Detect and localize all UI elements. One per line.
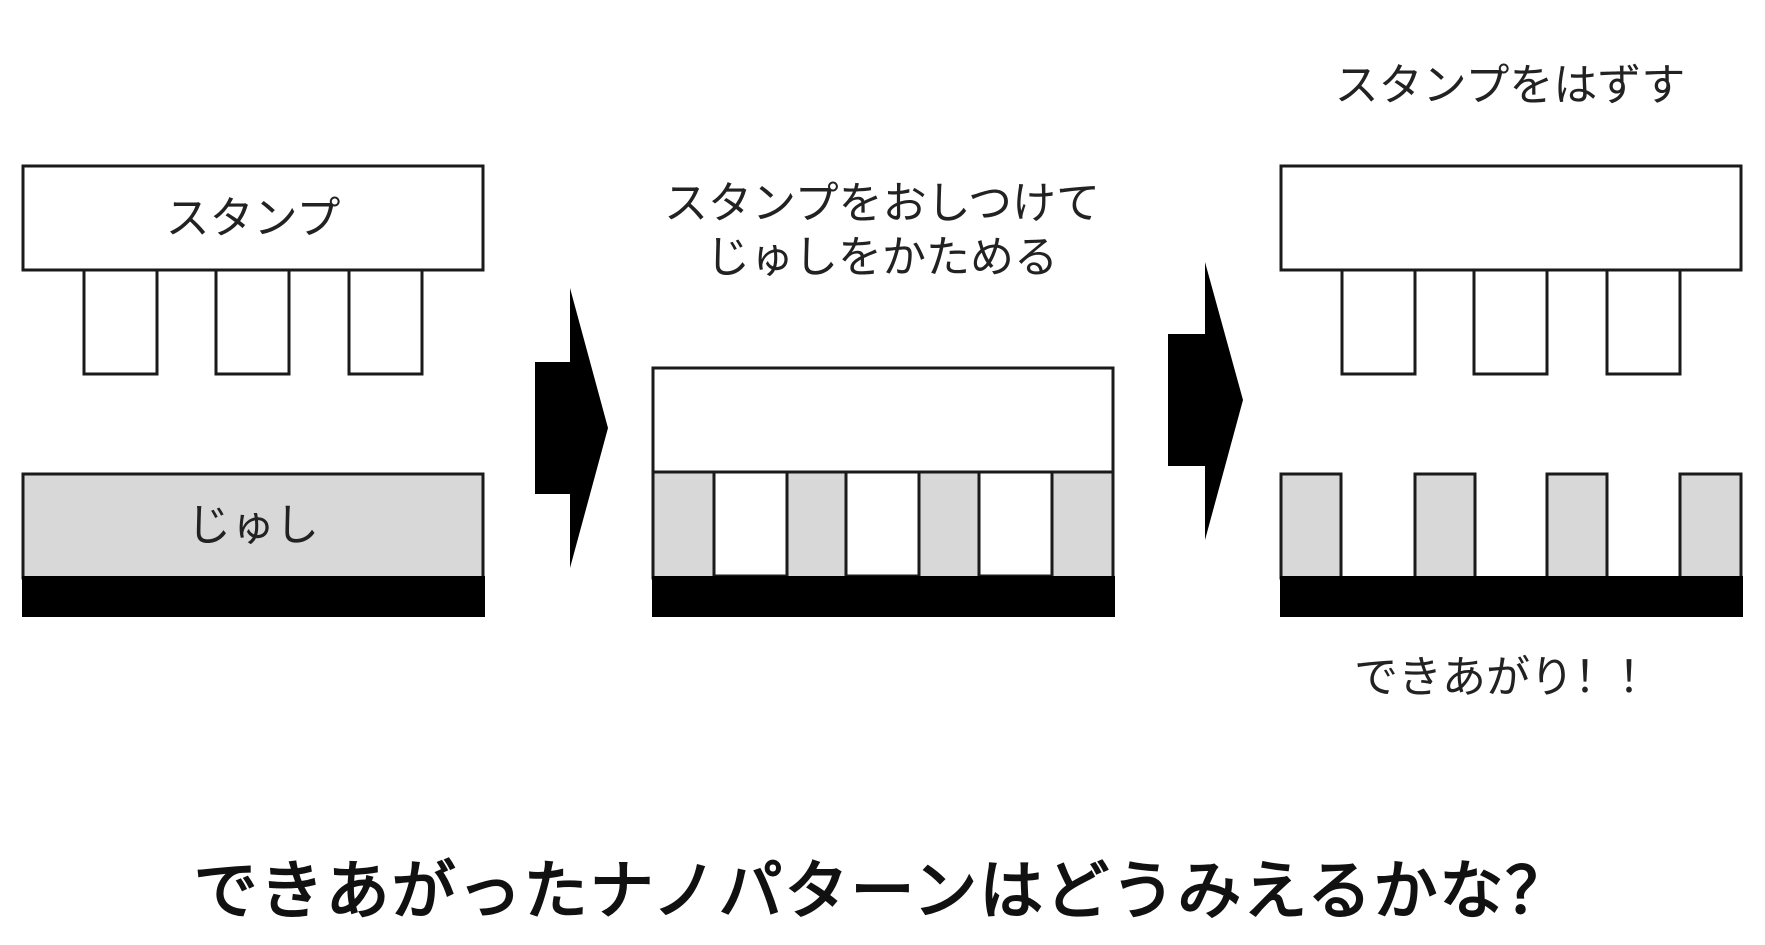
step2-substrate xyxy=(652,576,1115,617)
resin-label: じゅし xyxy=(187,500,319,551)
step2-label-line1: スタンプをおしつけて xyxy=(664,178,1100,229)
stamp-label: スタンプ xyxy=(166,193,341,244)
bottom-caption: できあがったナノパターンはどうみえるかな？ xyxy=(193,855,1572,929)
step3-stamp xyxy=(1279,164,1743,376)
step3-label: スタンプをはずす xyxy=(1335,60,1686,111)
step3-substrate xyxy=(1280,576,1743,617)
arrow-right-icon xyxy=(1168,262,1243,540)
step3-patterned-resin xyxy=(1279,472,1743,617)
step2-pressed-stack xyxy=(651,366,1115,617)
step1-substrate xyxy=(22,576,485,617)
step1-resin: じゅし xyxy=(21,472,485,617)
step2-label-line2: じゅしをかためる xyxy=(706,232,1058,283)
step1-stamp: スタンプ xyxy=(21,164,485,376)
arrow-right-icon xyxy=(535,288,608,568)
done-label: できあがり！！ xyxy=(1354,652,1662,703)
